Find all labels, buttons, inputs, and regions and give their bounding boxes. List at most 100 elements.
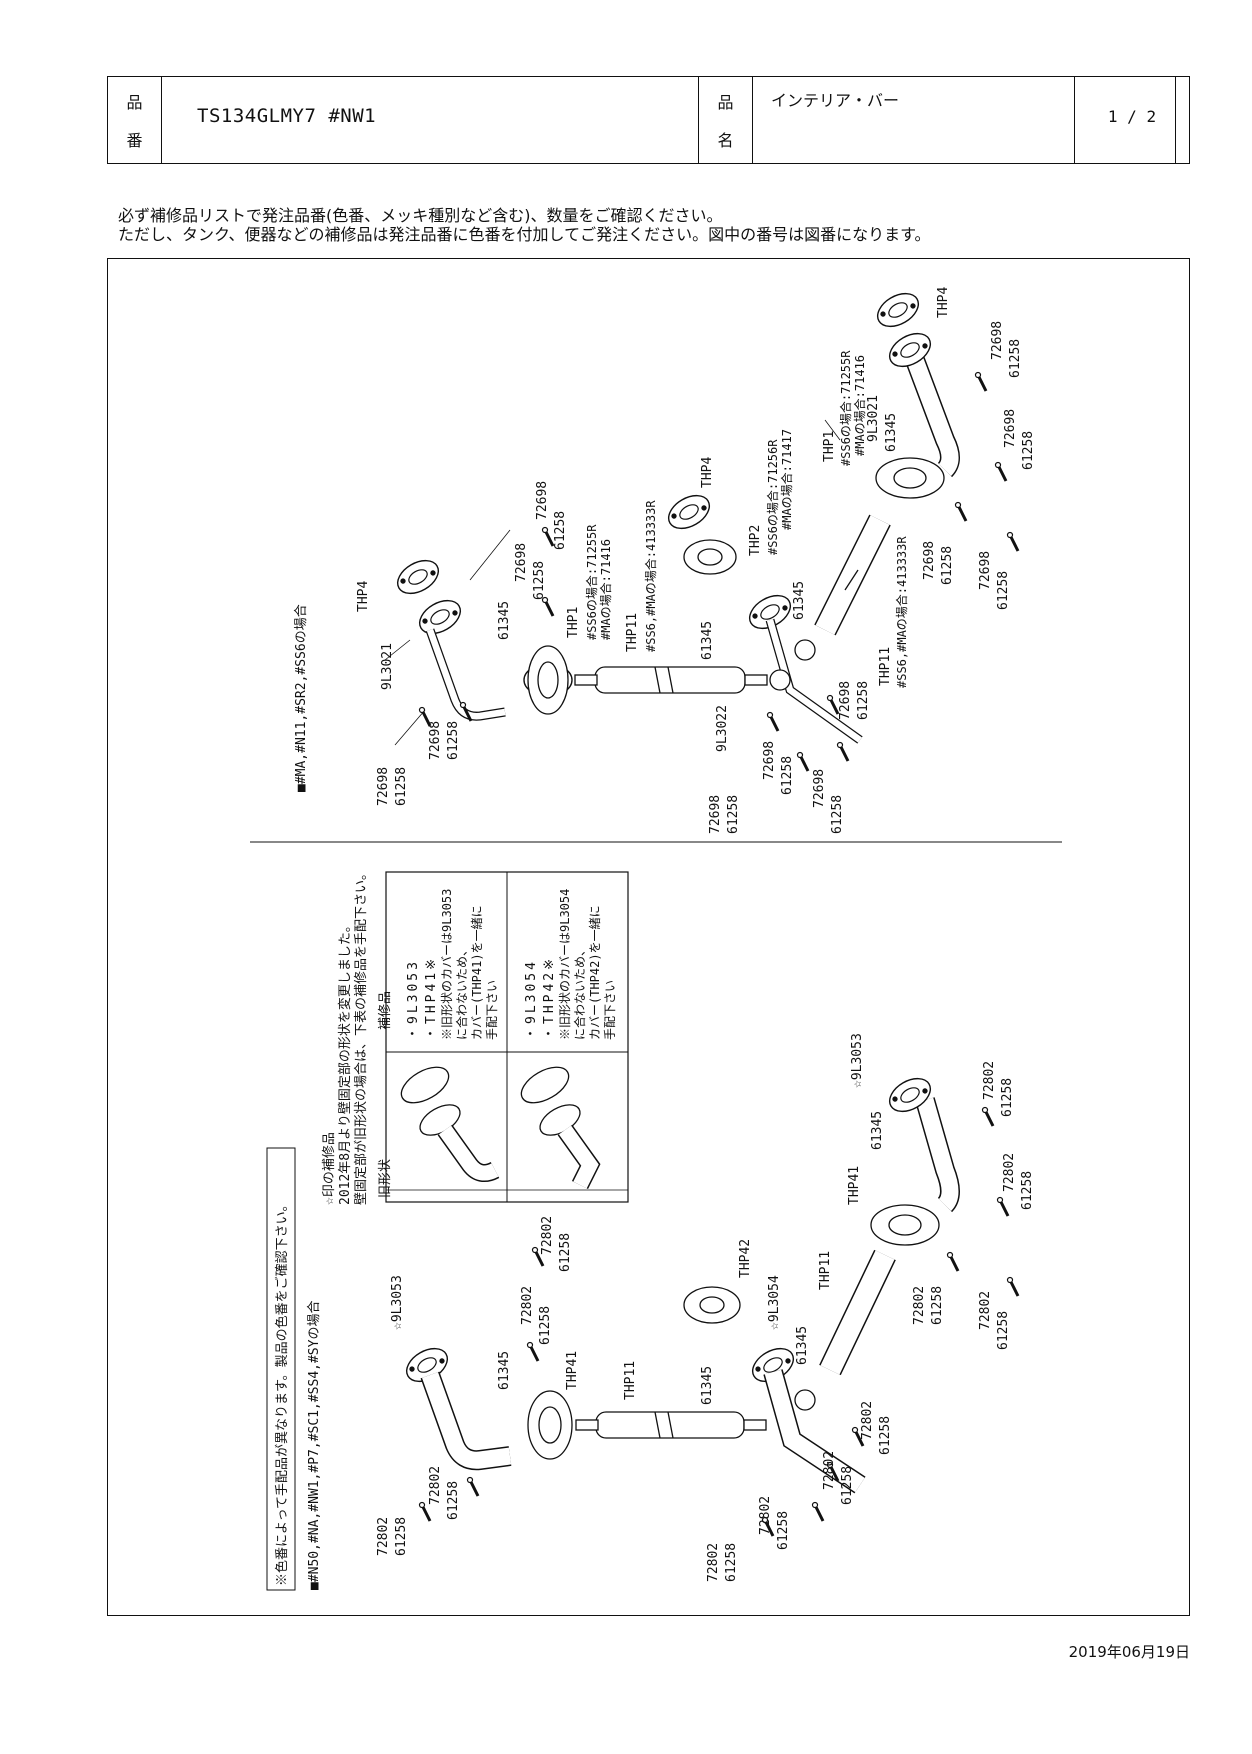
change-note-3: 壁固定部が旧形状の場合は、下表の補修品を手配下さい。 xyxy=(354,866,369,1205)
name-label-1: 品 xyxy=(717,93,734,112)
name-label-2: 名 xyxy=(717,131,734,150)
label-72698-11: 72698 xyxy=(990,320,1005,360)
label-9l3021-b: 9L3021 xyxy=(866,395,881,442)
label-61258-b5: 61258 xyxy=(724,1542,739,1582)
label-thp11-note-b: #SS6,#MAの場合:413333R xyxy=(895,536,909,688)
part-no-label-2: 番 xyxy=(126,131,143,150)
label-61258-b12: 61258 xyxy=(1020,1170,1035,1210)
name-cell: インテリア・バー xyxy=(753,77,1176,163)
part-number: TS134GLMY7 #NW1 xyxy=(197,105,377,127)
label-61258-b10: 61258 xyxy=(996,1310,1011,1350)
order-note-1: 必ず補修品リストで発注品番(色番、メッキ種別など含む)、数量をご確認ください。 xyxy=(118,206,723,225)
label-72802-5: 72802 xyxy=(706,1542,721,1582)
label-72698-2: 72698 xyxy=(428,720,443,760)
label-72698-8: 72698 xyxy=(838,680,853,720)
label-61258-b6: 61258 xyxy=(776,1510,791,1550)
table-col-old: 旧形状 xyxy=(378,1158,393,1198)
label-61258-4: 61258 xyxy=(553,510,568,550)
label-9l3021-a: 9L3021 xyxy=(380,643,395,690)
label-61258-6: 61258 xyxy=(780,755,795,795)
label-61258-b8: 61258 xyxy=(878,1415,893,1455)
part-no-label-cell: 品 番 xyxy=(108,77,162,163)
label-thp1-a: THP1 xyxy=(566,606,581,638)
label-61345-c: 61345 xyxy=(792,580,807,620)
table-row1-line2: ・THP41※ xyxy=(424,955,439,1040)
bottom-section-title: ■#N50,#NA,#NW1,#P7,#SC1,#SS4,#SYの場合 xyxy=(307,1300,322,1590)
order-note-2: ただし、タンク、便器などの補修品は発注品番に色番を付加してご発注ください。図中の… xyxy=(118,225,931,244)
label-thp1-b: THP1 xyxy=(822,430,837,462)
page-cell: 1 / 2 xyxy=(1074,77,1189,163)
title-block: 品 番 TS134GLMY7 #NW1 品 名 インテリア・バー 1 / 2 xyxy=(107,76,1190,164)
label-9l3022: 9L3022 xyxy=(715,705,730,752)
part-no-cell: TS134GLMY7 #NW1 xyxy=(162,77,699,163)
label-61258-2: 61258 xyxy=(446,720,461,760)
label-thp11-a: THP11 xyxy=(625,612,640,652)
label-72698-4: 72698 xyxy=(535,480,550,520)
label-61345-a: 61345 xyxy=(497,600,512,640)
label-61345-f: 61345 xyxy=(700,1365,715,1405)
label-61258-5: 61258 xyxy=(726,794,741,834)
label-72802-9: 72802 xyxy=(912,1285,927,1325)
label-72802-3: 72802 xyxy=(520,1285,535,1325)
table-row2-line6: 手配下さい xyxy=(603,979,617,1040)
label-72802-11: 72802 xyxy=(982,1060,997,1100)
label-thp11-c: THP11 xyxy=(623,1360,638,1400)
label-thp4-b: THP4 xyxy=(700,456,715,488)
label-72698-12: 72698 xyxy=(1003,408,1018,448)
label-thp41-a: THP41 xyxy=(565,1350,580,1390)
bottom-assembly xyxy=(266,871,1020,1591)
table-row2-line1: ・9L3054 xyxy=(524,959,539,1040)
label-72802-4: 72802 xyxy=(540,1215,555,1255)
part-no-label-1: 品 xyxy=(126,93,143,112)
label-72802-12: 72802 xyxy=(1002,1152,1017,1192)
label-thp4-c: THP4 xyxy=(936,286,951,318)
label-72802-6: 72802 xyxy=(758,1495,773,1535)
top-section-title: ■#MA,#N11,#SR2,#SS6の場合 xyxy=(294,604,309,792)
label-61345-g: 61345 xyxy=(795,1325,810,1365)
top-assembly xyxy=(384,286,1020,773)
label-thp2-note-2: #MAの場合:71417 xyxy=(780,428,794,530)
label-61258-b9: 61258 xyxy=(930,1285,945,1325)
label-thp11-b: THP11 xyxy=(878,646,893,686)
label-72698-5: 72698 xyxy=(708,794,723,834)
table-row2-line2: ・THP42※ xyxy=(542,955,557,1040)
label-72802-2: 72802 xyxy=(428,1465,443,1505)
label-72802-1: 72802 xyxy=(376,1516,391,1556)
label-thp11-d: THP11 xyxy=(818,1250,833,1290)
label-61258-11: 61258 xyxy=(1008,338,1023,378)
label-61258-b2: 61258 xyxy=(446,1480,461,1520)
label-61258-8: 61258 xyxy=(856,680,871,720)
order-notes: 必ず補修品リストで発注品番(色番、メッキ種別など含む)、数量をご確認ください。 … xyxy=(118,206,930,244)
label-72698-10: 72698 xyxy=(978,550,993,590)
label-thp4-a: THP4 xyxy=(356,580,371,612)
label-61258-3: 61258 xyxy=(532,560,547,600)
label-61345-e: 61345 xyxy=(497,1350,512,1390)
label-61258-b11: 61258 xyxy=(1000,1077,1015,1117)
label-61258-b4: 61258 xyxy=(558,1232,573,1272)
color-note: ※色番によって手配品が異なります。製品の色番をご確認下さい。 xyxy=(275,1198,290,1586)
label-61345-d: 61345 xyxy=(884,412,899,452)
label-72802-10: 72802 xyxy=(978,1290,993,1330)
diagram-frame xyxy=(107,258,1190,1616)
label-star-9l3053-b: ☆9L3053 xyxy=(850,1033,865,1088)
label-72802-7: 72802 xyxy=(822,1450,837,1490)
label-72698-7: 72698 xyxy=(812,768,827,808)
label-thp2: THP2 xyxy=(748,524,763,556)
label-61258-1: 61258 xyxy=(394,766,409,806)
label-72802-8: 72802 xyxy=(860,1400,875,1440)
label-61345-h: 61345 xyxy=(870,1110,885,1150)
label-61258-b7: 61258 xyxy=(840,1465,855,1505)
label-61258-9: 61258 xyxy=(940,545,955,585)
table-row1-line1: ・9L3053 xyxy=(406,959,421,1040)
label-star-9l3053-a: ☆9L3053 xyxy=(390,1275,405,1330)
page-number: 1 / 2 xyxy=(1107,107,1157,126)
label-thp41-b: THP41 xyxy=(847,1165,862,1205)
label-star-9l3054: ☆9L3054 xyxy=(767,1275,782,1330)
label-61258-7: 61258 xyxy=(830,794,845,834)
table-col-repair: 補修品 xyxy=(378,990,393,1030)
label-61258-b3: 61258 xyxy=(538,1305,553,1345)
label-61258-b1: 61258 xyxy=(394,1516,409,1556)
label-72698-6: 72698 xyxy=(762,740,777,780)
label-thp42: THP42 xyxy=(738,1238,753,1278)
